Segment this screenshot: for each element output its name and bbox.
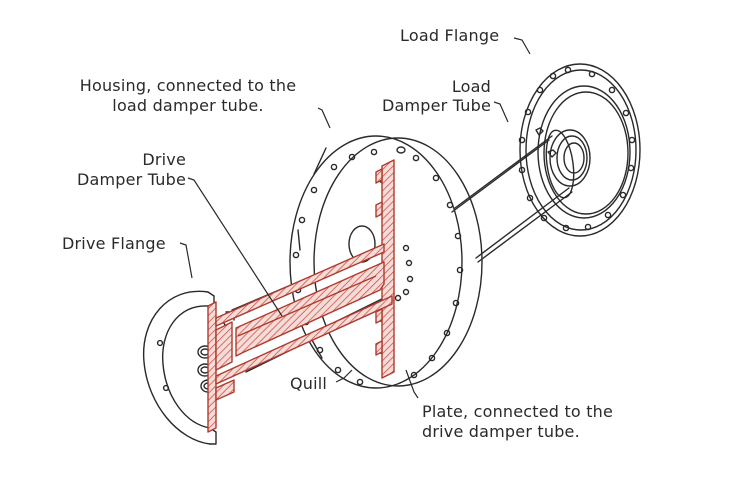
housing (289, 135, 483, 389)
label-drive-damper-tube-line1: Drive (142, 150, 186, 169)
drive-flange (142, 290, 217, 445)
label-drive-damper-tube-line2: Damper Tube (76, 170, 186, 189)
drive-tube-wall-upper (215, 243, 385, 327)
leader-drive-damper-tube (187, 177, 283, 317)
leader-housing (317, 107, 331, 129)
section-cut (207, 159, 395, 433)
label-load-damper-tube-line2: Damper Tube (381, 96, 491, 115)
label-plate-line1: Plate, connected to the (422, 402, 614, 421)
leader-load-damper-tube (493, 101, 509, 123)
drive-flange-section (207, 301, 217, 433)
label-quill: Quill (290, 374, 328, 393)
leader-load-flange (513, 37, 531, 55)
leader-plate (405, 369, 419, 399)
label-plate-line2: drive damper tube. (422, 422, 580, 441)
label-load-flange: Load Flange (400, 26, 500, 45)
label-housing-line2: load damper tube. (112, 96, 264, 115)
load-flange (518, 63, 641, 237)
label-load-damper-tube-line1: Load (451, 77, 491, 96)
leader-quill (335, 369, 353, 383)
drive-tube-wall-lower (215, 295, 393, 385)
quill-section (235, 261, 385, 357)
leader-drive-flange (179, 242, 193, 279)
label-drive-flange: Drive Flange (62, 234, 166, 253)
label-housing-line1: Housing, connected to the (79, 76, 297, 95)
load-flange-bolt-holes (518, 66, 636, 232)
load-damper-tube (451, 129, 575, 263)
housing-bolt-holes (292, 148, 464, 386)
